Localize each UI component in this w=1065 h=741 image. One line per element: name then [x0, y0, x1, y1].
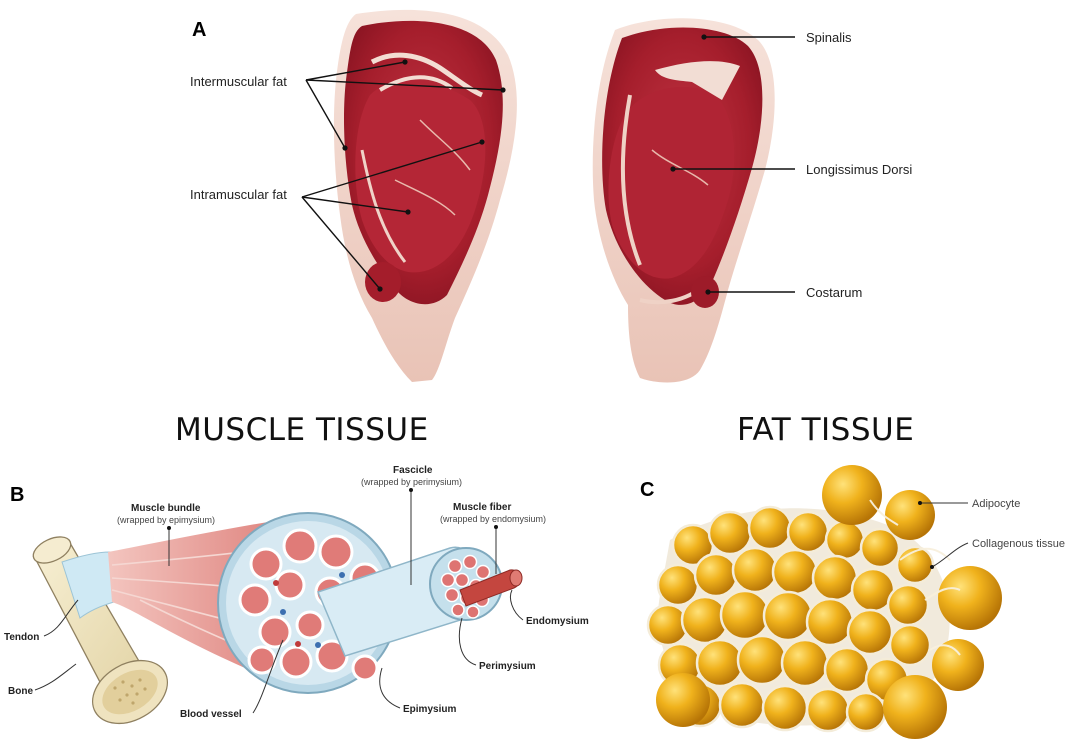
leader-blood-vessel [252, 639, 284, 714]
leader-endomysium [509, 589, 524, 621]
heading-muscle-tissue: MUSCLE TISSUE [175, 412, 429, 448]
leader-bone [34, 663, 77, 691]
leader-longissimus [670, 166, 795, 172]
leader-perimysium [458, 617, 477, 666]
muscle-diagram [32, 512, 523, 725]
label-endomysium: Endomysium [526, 616, 589, 627]
leader-spinalis [701, 34, 795, 40]
heading-fat-tissue: FAT TISSUE [737, 412, 914, 448]
label-muscle-bundle-sub: (wrapped by epimysium) [117, 515, 215, 525]
leader-tendon [43, 599, 79, 637]
label-perimysium: Perimysium [479, 661, 536, 672]
leader-costarum [705, 289, 795, 295]
leaders-intermuscular [305, 59, 506, 151]
label-muscle-fiber: Muscle fiber [453, 502, 511, 513]
leader-collagenous [930, 542, 969, 569]
fat-cluster [646, 465, 1002, 739]
label-blood-vessel: Blood vessel [180, 709, 242, 720]
panel-label-a: A [192, 19, 206, 41]
label-adipocyte: Adipocyte [972, 498, 1020, 510]
label-longissimus-dorsi: Longissimus Dorsi [806, 162, 912, 177]
label-muscle-fiber-sub: (wrapped by endomysium) [440, 514, 546, 524]
label-epimysium: Epimysium [403, 704, 456, 715]
label-fascicle: Fascicle [393, 465, 433, 476]
label-bone: Bone [8, 686, 33, 697]
label-fascicle-sub: (wrapped by perimysium) [361, 477, 462, 487]
adipocyte-cells [646, 505, 935, 733]
leader-adipocyte [918, 501, 968, 505]
leader-fascicle [409, 488, 413, 585]
panel-label-c: C [640, 479, 654, 501]
label-intramuscular-fat: Intramuscular fat [190, 187, 287, 202]
label-spinalis: Spinalis [806, 30, 852, 45]
label-collagenous-tissue: Collagenous tissue [972, 538, 1065, 550]
leader-muscle-bundle [167, 526, 171, 566]
steak-right [592, 18, 775, 383]
label-intermuscular-fat: Intermuscular fat [190, 74, 287, 89]
steak-left [333, 9, 517, 383]
bone-shape [32, 536, 169, 725]
leader-epimysium [379, 667, 401, 709]
label-muscle-bundle: Muscle bundle [131, 503, 201, 514]
loose-adipocytes [656, 465, 1002, 739]
label-costarum: Costarum [806, 285, 862, 300]
label-tendon: Tendon [4, 632, 39, 643]
leader-muscle-fiber [494, 525, 498, 574]
panel-label-b: B [10, 484, 24, 506]
leaders-intramuscular [301, 139, 485, 292]
